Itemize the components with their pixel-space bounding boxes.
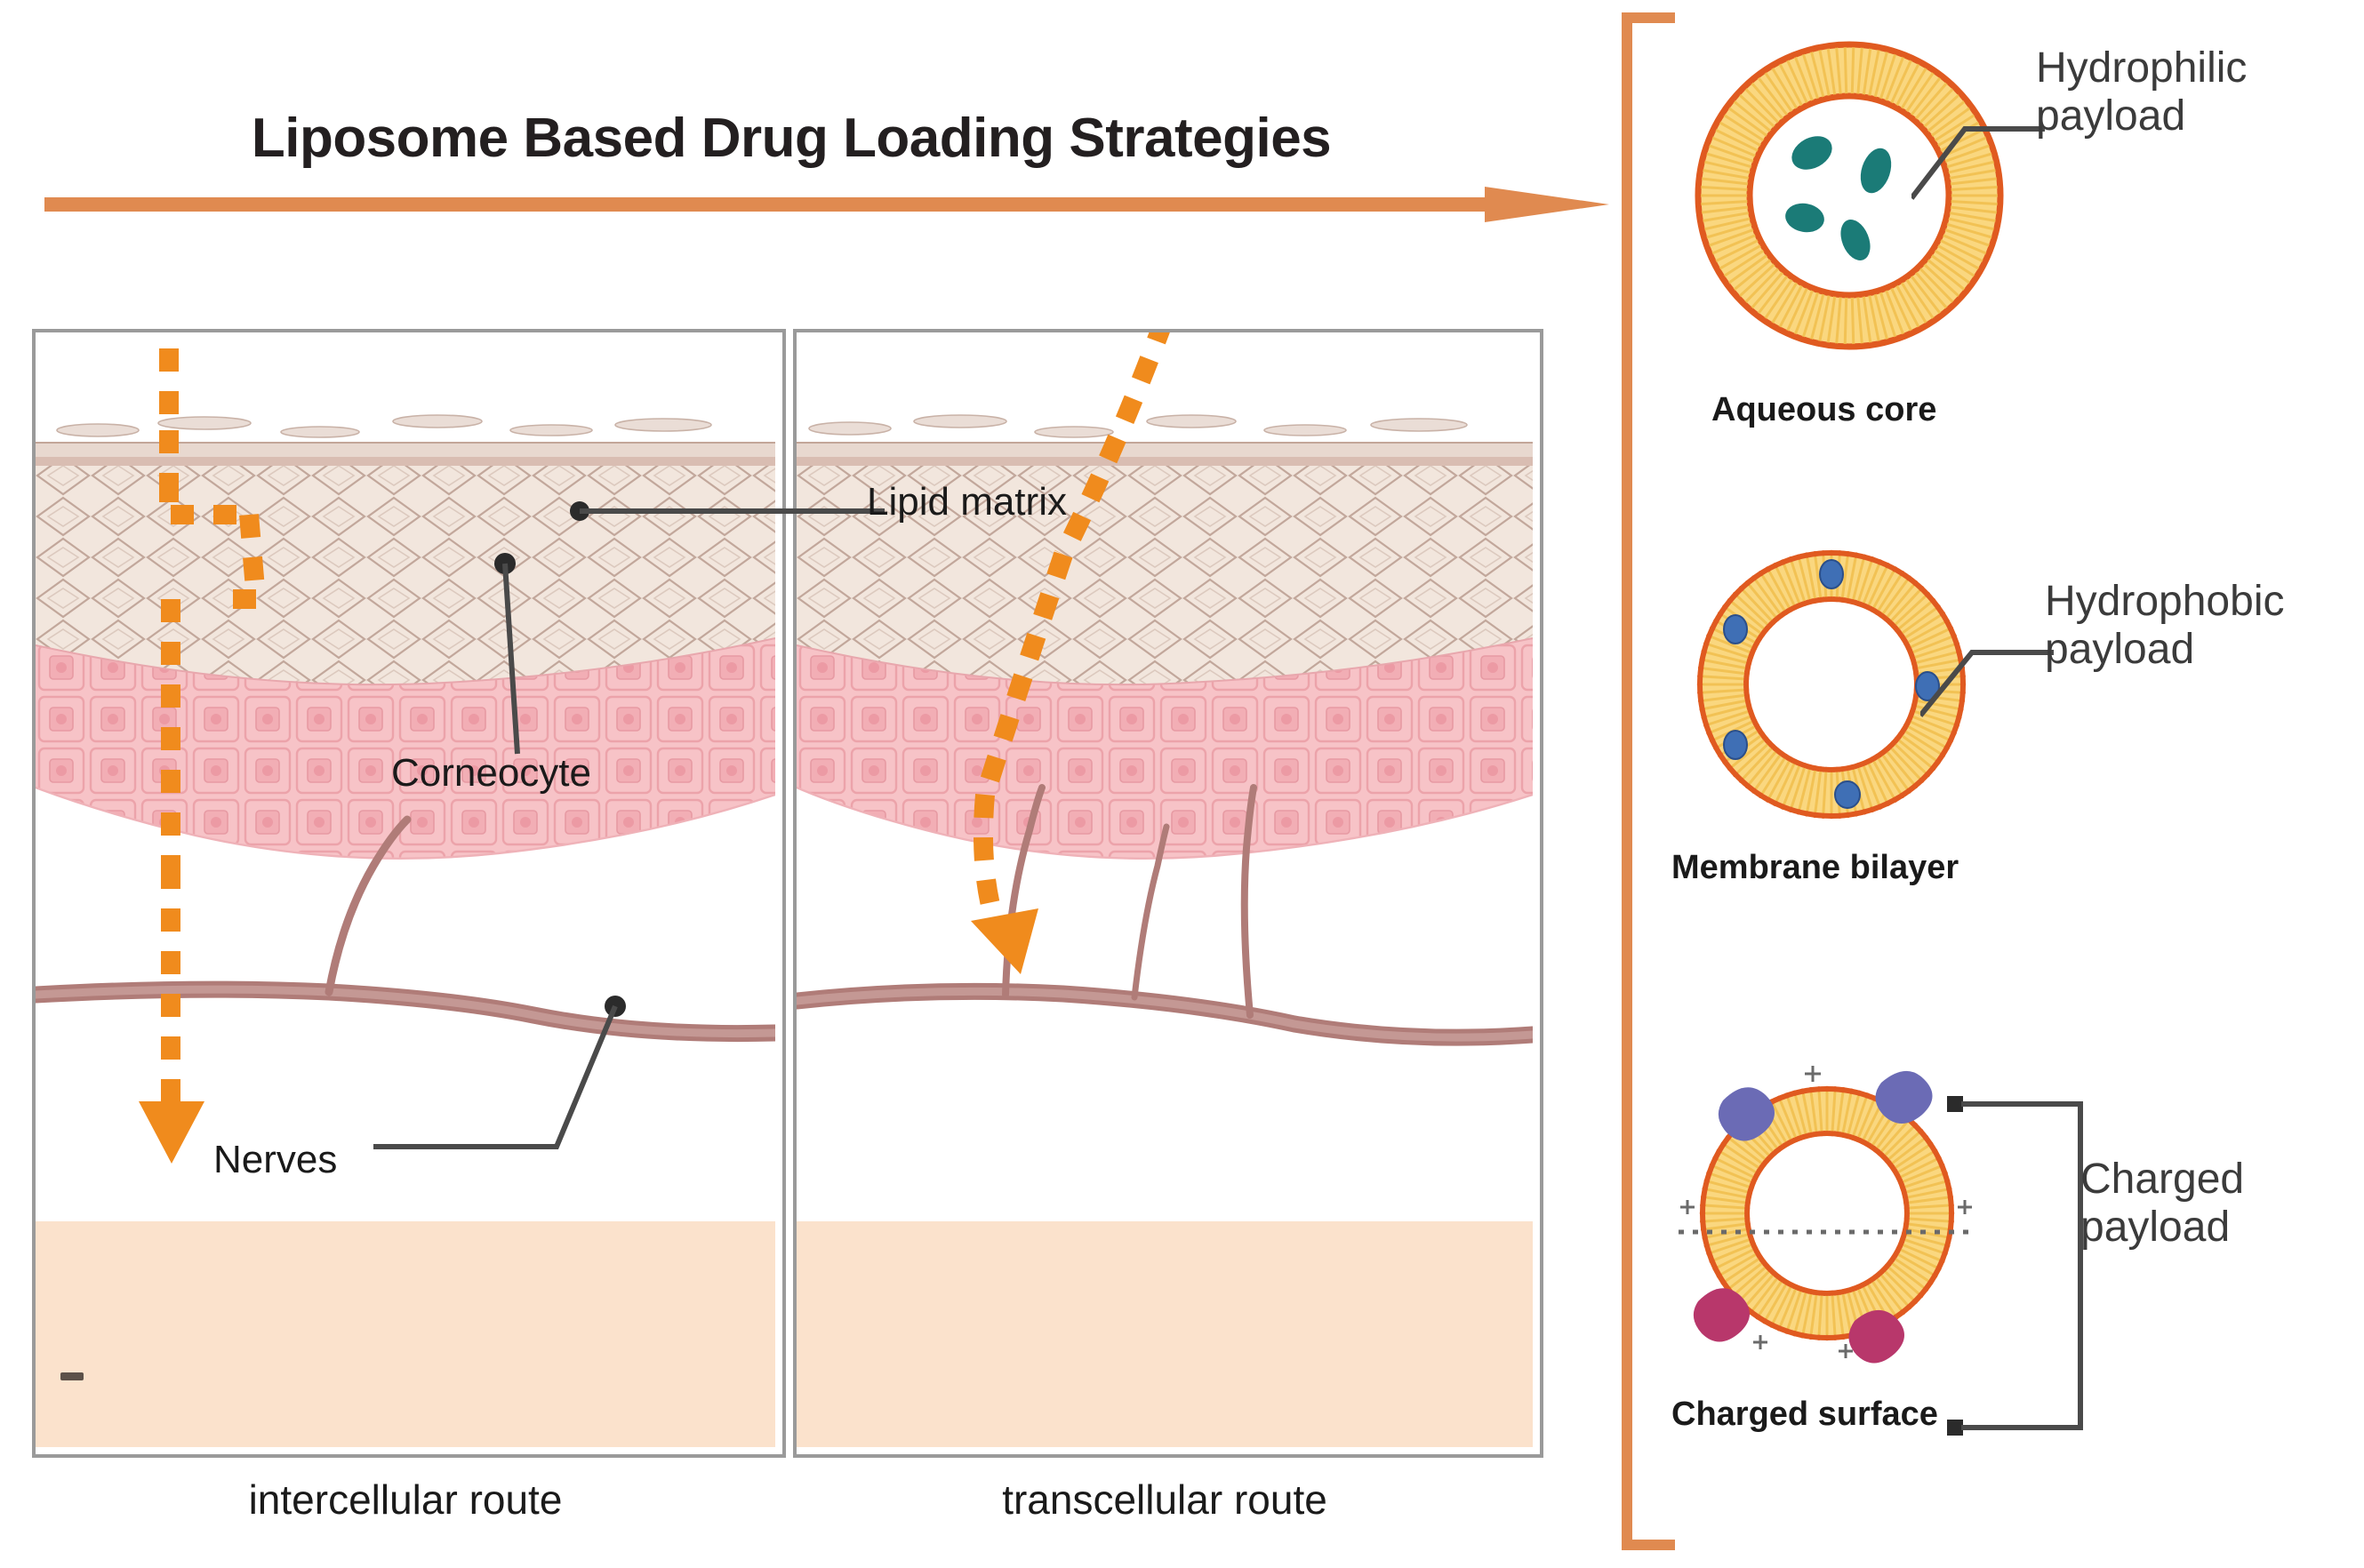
- hydrophobic-payload-leader-line: [1920, 650, 2054, 717]
- label-nerves: Nerves: [213, 1138, 338, 1181]
- panel-caption-transcellular: transcellular route: [1002, 1476, 1327, 1523]
- side-label-line2: payload: [2080, 1203, 2231, 1251]
- skin-panel-transcellular: [793, 329, 1543, 1458]
- skin-panel-intercellular: [32, 329, 786, 1458]
- right-arrow-icon: [44, 187, 1609, 222]
- liposome-caption-charged-surface: Charged surface: [1671, 1396, 1938, 1433]
- side-label-line1: Hydrophilic: [2036, 44, 2248, 92]
- panel-caption-intercellular: intercellular route: [248, 1476, 563, 1523]
- hydrophilic-payload-blobs: [1785, 136, 1892, 260]
- liposome-caption-membrane-bilayer: Membrane bilayer: [1671, 849, 1959, 886]
- label-lipid-matrix: Lipid matrix: [867, 480, 1067, 524]
- lipid-matrix-leader-line: [570, 501, 885, 521]
- page-title: Liposome Based Drug Loading Strategies: [251, 108, 1332, 169]
- liposome-caption-aqueous-core: Aqueous core: [1711, 391, 1937, 428]
- charged-payload-bracket: [1947, 1096, 2083, 1436]
- side-label-line2: payload: [2036, 92, 2186, 140]
- label-corneocyte: Corneocyte: [391, 751, 592, 795]
- hydrophilic-payload-leader-line: [1911, 126, 2045, 200]
- side-label-line2: payload: [2045, 625, 2195, 673]
- corneocyte-leader-line: [494, 553, 520, 755]
- nerves-leader-line: [373, 996, 626, 1149]
- liposome-aqueous-core: [1695, 41, 2004, 350]
- bracket-icon: [1622, 12, 1675, 1550]
- liposome-charged-surface: [1679, 1066, 1977, 1364]
- side-label-line1: Charged: [2080, 1156, 2245, 1203]
- side-label-charged-payload: Charged payload: [2080, 1156, 2244, 1252]
- side-label-hydrophobic-payload: Hydrophobic payload: [2045, 578, 2284, 674]
- hydrophobic-payload-dots: [1723, 559, 1940, 809]
- liposome-membrane-bilayer: [1696, 549, 1967, 820]
- charged-payload-blobs: [1693, 1070, 1933, 1364]
- scale-marker: [60, 1372, 84, 1380]
- side-label-line1: Hydrophobic: [2045, 578, 2285, 625]
- side-label-hydrophilic-payload: Hydrophilic payload: [2036, 44, 2247, 140]
